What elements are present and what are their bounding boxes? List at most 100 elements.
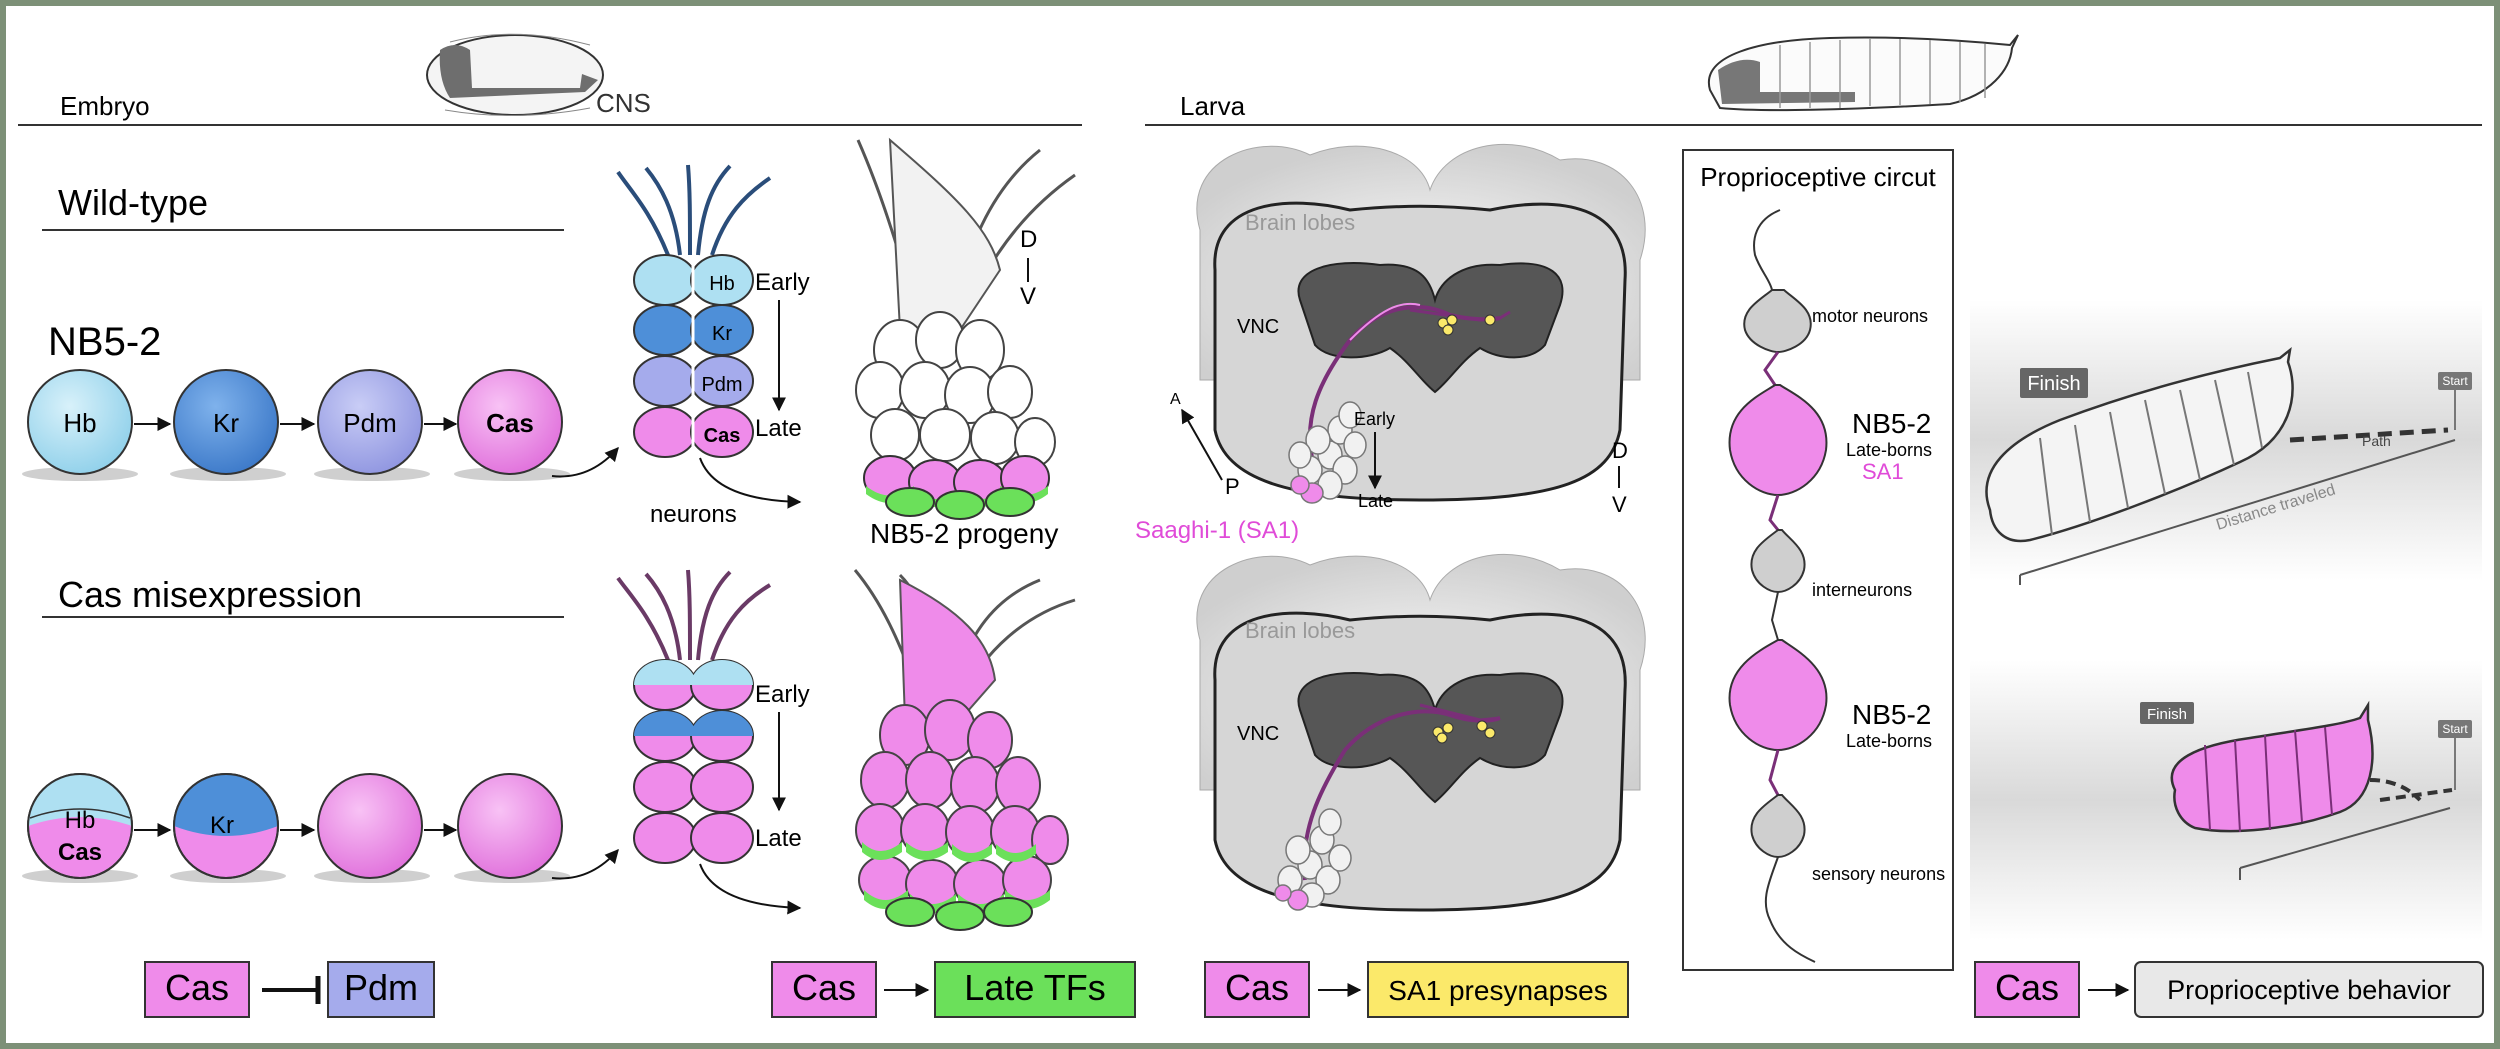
- wildtype-progeny-cluster: [855, 137, 1076, 520]
- wt-axis-dorsal: D: [1020, 226, 1037, 253]
- motor-neuron-cell: [1743, 289, 1812, 354]
- column-label-kr: Kr: [712, 323, 732, 345]
- sa1-soma-cluster: [1288, 401, 1367, 504]
- finish-badge-2: [2140, 702, 2194, 724]
- wt-axis-ventral: V: [1020, 283, 1036, 310]
- wildtype-neuron-column: Hb Kr Pdm Cas Early Late neurons: [616, 164, 810, 528]
- sa1-soma-cluster: [1274, 808, 1352, 911]
- misexpression-neuron-column: Early Late: [616, 569, 810, 915]
- vnc-label-2: VNC: [1237, 723, 1279, 745]
- misexpression-heading: Cas misexpression: [58, 574, 362, 615]
- distance-line-2: [2239, 807, 2451, 880]
- to-progeny-arrow: [699, 863, 802, 915]
- distance-line: [2019, 439, 2456, 585]
- sa1-neuron-label: Saaghi-1 (SA1): [1135, 517, 1299, 544]
- ap-axis-arrow: [1181, 408, 1223, 481]
- finish-label-2: Finish: [2147, 706, 2187, 723]
- nb52-lineage-label: NB5-2: [48, 320, 161, 364]
- cas-box: [1974, 961, 2080, 1018]
- larva-cns-bottom: [1196, 553, 1646, 912]
- circuit-panel: [1682, 149, 1954, 971]
- embryo-section-label: Embryo: [60, 91, 150, 121]
- sensory-neuron-cell: [1750, 794, 1806, 859]
- nb52-label-1: NB5-2: [1852, 408, 1931, 439]
- neurons-label: neurons: [650, 501, 737, 528]
- relation-target-label: Pdm: [344, 967, 418, 1008]
- start-label: Start: [2442, 374, 2468, 388]
- misexpression-progeny-cluster: [853, 569, 1076, 931]
- mis-nb-label-cas: Cas: [58, 839, 102, 866]
- start-badge-2: [2438, 720, 2472, 738]
- sa1-circuit-label: SA1: [1862, 459, 1904, 484]
- wt-late-label: Late: [755, 415, 802, 442]
- wt-early-label: Early: [755, 269, 810, 296]
- relation-cas-inhibits-pdm: Cas Pdm: [144, 961, 435, 1018]
- nb52-label-2: NB5-2: [1852, 699, 1931, 730]
- cas-box: [1204, 961, 1310, 1018]
- relation-source-label: Cas: [1225, 967, 1289, 1008]
- nb-label-cas: Cas: [486, 408, 534, 438]
- mis-nb-label-kr: Kr: [210, 812, 234, 839]
- relation-target-label: Late TFs: [964, 967, 1105, 1008]
- circuit-chain: [1728, 209, 1828, 963]
- cas-box: [771, 961, 877, 1018]
- finish-label: Finish: [2027, 373, 2080, 395]
- mis-late-label: Late: [755, 825, 802, 852]
- cas-box: [144, 961, 250, 1018]
- larva-axis-anterior: A: [1170, 391, 1181, 408]
- to-column-arrow: [551, 446, 619, 478]
- mis-early-label: Early: [755, 681, 810, 708]
- relation-cas-activates-behavior: Cas Proprioceptive behavior: [1974, 961, 2484, 1018]
- vnc-label: VNC: [1237, 316, 1279, 338]
- start-label-2: Start: [2442, 722, 2468, 736]
- wildtype-larva-crawling: [1985, 346, 2449, 543]
- neuroblast-hb: [27, 369, 133, 475]
- embryo-header: Embryo CNS: [18, 33, 1082, 126]
- larva-early-label: Early: [1354, 409, 1395, 429]
- larva-illustration: [1707, 34, 2019, 112]
- relation-cas-activates-late-tfs: Cas Late TFs: [771, 961, 1136, 1018]
- brain-lobes-label-2: Brain lobes: [1245, 618, 1355, 643]
- mis-neuroblast-cas: [317, 773, 423, 879]
- column-label-hb: Hb: [709, 273, 735, 295]
- neuroblast-pdm: [317, 369, 423, 475]
- relation-source-label: Cas: [1995, 967, 2059, 1008]
- sa1-presynapse-dots: [1437, 314, 1496, 336]
- behavior-box: [2134, 961, 2484, 1018]
- path-label: Path: [2362, 433, 2391, 449]
- relation-target-label: SA1 presynapses: [1388, 975, 1607, 1006]
- sa1-presynapses-box: [1367, 961, 1629, 1018]
- interneurons-label: interneurons: [1812, 580, 1912, 600]
- late-tfs-box: [934, 961, 1136, 1018]
- nb-label-kr: Kr: [213, 408, 239, 438]
- nb-label-pdm: Pdm: [343, 408, 396, 438]
- nb52-lateborn-cell-2: [1728, 639, 1828, 752]
- larva-header: Larva: [1145, 34, 2482, 126]
- column-label-cas: Cas: [704, 425, 741, 447]
- larva-section-label: Larva: [1180, 91, 1246, 121]
- relation-source-label: Cas: [792, 967, 856, 1008]
- wildtype-neuroblast-row: Hb Kr Pdm Cas: [22, 369, 619, 481]
- neuroblast-kr: [173, 369, 279, 475]
- wildtype-heading: Wild-type: [58, 182, 208, 223]
- motor-neurons-label: motor neurons: [1812, 306, 1928, 326]
- column-label-pdm: Pdm: [701, 374, 742, 396]
- relation-cas-activates-sa1-presynapses: Cas SA1 presynapses: [1204, 961, 1629, 1018]
- pdm-box: [327, 961, 435, 1018]
- larva-axis-dorsal: D: [1612, 438, 1628, 463]
- progeny-label: NB5-2 progeny: [870, 518, 1058, 549]
- mis-nb-label-hb: Hb: [65, 807, 96, 834]
- lateborns-label-1: Late-borns: [1846, 440, 1932, 460]
- lateborns-label-2: Late-borns: [1846, 731, 1932, 751]
- sa1-presynapse-dots: [1432, 720, 1496, 744]
- sensory-neurons-label: sensory neurons: [1812, 864, 1945, 884]
- to-progeny-arrow: [699, 457, 802, 509]
- cns-label: CNS: [596, 88, 651, 118]
- relation-target-label: Proprioceptive behavior: [2167, 975, 2451, 1005]
- finish-badge: [2020, 368, 2088, 398]
- larva-axis-posterior: P: [1225, 474, 1240, 499]
- larva-axis-ventral: V: [1612, 492, 1627, 517]
